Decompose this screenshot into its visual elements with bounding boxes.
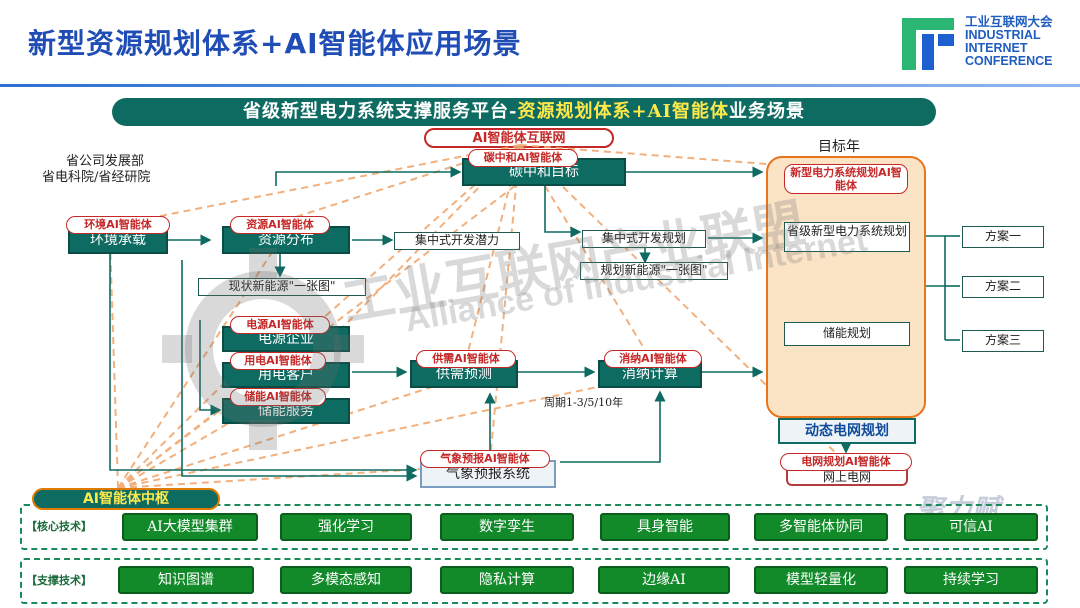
agent-storage[interactable]: 储能AI智能体	[230, 388, 326, 406]
org-institute: 省电科院/省经研院	[42, 170, 151, 185]
slide-title: 新型资源规划体系+AI智能体应用场景	[28, 27, 522, 60]
node-dynamic-grid[interactable]: 动态电网规划	[778, 418, 916, 444]
logo-en-1: INDUSTRIAL	[965, 28, 1041, 42]
logo-en-2: INTERNET	[965, 41, 1028, 55]
agent-weather[interactable]: 气象预报AI智能体	[420, 450, 550, 468]
support-tech-1[interactable]: 知识图谱	[118, 566, 254, 594]
node-resource-label: 资源分布	[258, 232, 314, 248]
node-absorb-label: 消纳计算	[622, 366, 678, 382]
agent-absorb[interactable]: 消纳AI智能体	[604, 350, 702, 368]
node-user-label: 用电客户	[258, 367, 314, 383]
watermark-gear-icon	[158, 244, 368, 454]
node-weather-label: 气象预报系统	[446, 466, 530, 482]
node-env-label: 环境承载	[90, 232, 146, 248]
core-tech-4[interactable]: 具身智能	[600, 513, 730, 541]
agent-resource[interactable]: 资源AI智能体	[230, 216, 330, 234]
agent-carbon[interactable]: 碳中和AI智能体	[468, 149, 578, 167]
plan-option-2[interactable]: 方案二	[962, 276, 1044, 298]
node-power-label: 电源企业	[258, 331, 314, 347]
hub-core-panel	[20, 504, 1048, 550]
node-carbon-label: 碳中和目标	[509, 164, 579, 180]
core-tech-label: 【核心技术】	[26, 520, 92, 533]
support-tech-4[interactable]: 边缘AI	[598, 566, 730, 594]
node-grid-label: 网上电网	[822, 470, 871, 484]
support-tech-6[interactable]: 持续学习	[904, 566, 1038, 594]
node-supply-label: 供需预测	[436, 366, 492, 382]
conference-logo-text: 工业互联网大会 INDUSTRIAL INTERNET CONFERENCE	[965, 16, 1053, 68]
node-provincial-plan[interactable]: 省级新型电力系统规划	[784, 222, 910, 252]
node-planned-map[interactable]: 规划新能源"一张图"	[580, 262, 728, 280]
agent-power[interactable]: 电源AI智能体	[230, 316, 330, 334]
ai-hub-title: AI智能体中枢	[32, 488, 220, 510]
hub-support-panel	[20, 558, 1048, 604]
banner-part3: 业务场景	[728, 101, 805, 122]
header-divider	[0, 84, 1080, 87]
banner-part1: 省级新型电力系统支撑服务平台-	[243, 101, 518, 122]
support-tech-3[interactable]: 隐私计算	[440, 566, 574, 594]
agent-grid-plan[interactable]: 电网规划AI智能体	[780, 453, 912, 471]
conference-logo-icon	[900, 16, 956, 72]
core-tech-5[interactable]: 多智能体协同	[754, 513, 888, 541]
support-tech-5[interactable]: 模型轻量化	[754, 566, 888, 594]
banner-part2: 资源规划体系+AI智能体	[517, 101, 729, 122]
node-storage-label: 储能服务	[258, 403, 314, 419]
node-current-map[interactable]: 现状新能源"一张图"	[198, 278, 366, 296]
plan-option-1[interactable]: 方案一	[962, 226, 1044, 248]
support-tech-label: 【支撑技术】	[26, 574, 92, 587]
period-label: 周期1-3/5/10年	[544, 396, 624, 409]
platform-banner: 省级新型电力系统支撑服务平台-资源规划体系+AI智能体业务场景	[112, 98, 936, 126]
agent-target[interactable]: 新型电力系统规划AI智能体	[784, 164, 908, 194]
agent-user[interactable]: 用电AI智能体	[230, 352, 326, 370]
core-tech-3[interactable]: 数字孪生	[440, 513, 574, 541]
org-dept: 省公司发展部	[66, 154, 145, 169]
logo-cn: 工业互联网大会	[965, 15, 1053, 29]
core-tech-1[interactable]: AI大模型集群	[122, 513, 258, 541]
target-year-label: 目标年	[818, 139, 860, 155]
plan-option-3[interactable]: 方案三	[962, 330, 1044, 352]
node-concentrated-plan[interactable]: 集中式开发规划	[582, 230, 706, 248]
node-storage-plan[interactable]: 储能规划	[784, 322, 910, 346]
core-tech-6[interactable]: 可信AI	[904, 513, 1038, 541]
agent-supply[interactable]: 供需AI智能体	[416, 350, 516, 368]
agent-env[interactable]: 环境AI智能体	[66, 216, 170, 234]
logo-en-3: CONFERENCE	[965, 54, 1053, 68]
core-tech-2[interactable]: 强化学习	[280, 513, 412, 541]
target-year-panel	[766, 156, 926, 418]
support-tech-2[interactable]: 多模态感知	[280, 566, 412, 594]
node-concentrated-potential[interactable]: 集中式开发潜力	[394, 232, 520, 250]
